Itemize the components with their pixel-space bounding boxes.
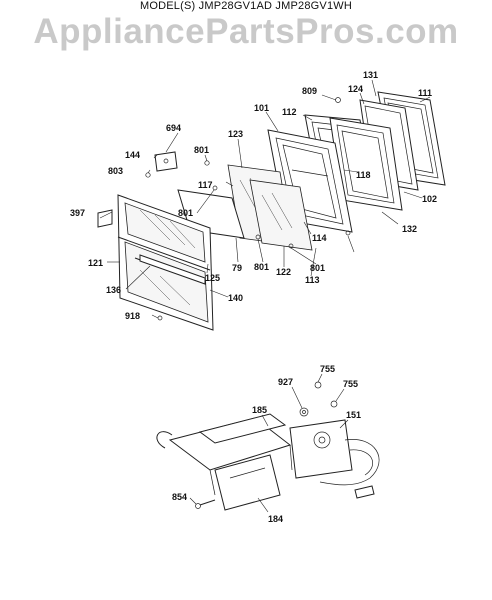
label-111: 111	[418, 88, 432, 98]
part-151-motor	[289, 419, 380, 499]
label-927: 927	[278, 377, 293, 387]
label-140: 140	[228, 293, 243, 303]
label-144: 144	[125, 150, 140, 160]
label-124: 124	[348, 84, 363, 94]
label-801-c: 801	[254, 262, 269, 272]
fastener-icons-lower	[195, 381, 338, 509]
label-801-b: 801	[178, 208, 193, 218]
label-114: 114	[312, 233, 327, 243]
label-694: 694	[166, 123, 181, 133]
label-125: 125	[205, 273, 220, 283]
label-123: 123	[228, 129, 243, 139]
label-854: 854	[172, 492, 187, 502]
part-136-handle	[139, 254, 206, 285]
label-102: 102	[422, 194, 437, 204]
label-801-a: 801	[194, 145, 209, 155]
label-118: 118	[356, 170, 371, 180]
label-121: 121	[88, 258, 103, 268]
label-397: 397	[70, 208, 85, 218]
screw-icons	[145, 97, 351, 321]
label-112: 112	[282, 107, 297, 117]
part-397-hinge	[97, 209, 113, 228]
label-809: 809	[302, 86, 317, 96]
label-755-b: 755	[343, 379, 358, 389]
label-136: 136	[106, 285, 121, 295]
label-101: 101	[254, 103, 269, 113]
label-918: 918	[125, 311, 140, 321]
part-185-lock-bracket	[156, 413, 293, 496]
label-117: 117	[198, 180, 213, 190]
leader-lines	[99, 79, 431, 513]
part-694-bracket	[154, 151, 178, 172]
label-132: 132	[402, 224, 417, 234]
part-184-link	[214, 454, 281, 511]
part-122-glass	[249, 179, 313, 251]
label-801-d: 801	[310, 263, 325, 273]
label-803: 803	[108, 166, 123, 176]
label-755-a: 755	[320, 364, 335, 374]
part-labels: 131 111 809 124 101 112 694 801 123 144 …	[70, 70, 437, 524]
watermark: AppliancePartsPros.com	[33, 12, 459, 51]
label-184: 184	[268, 514, 283, 524]
model-line: MODEL(S) JMP28GV1AD JMP28GV1WH	[140, 0, 352, 12]
label-151: 151	[346, 410, 361, 420]
label-122: 122	[276, 267, 291, 277]
label-131: 131	[363, 70, 378, 80]
label-113: 113	[305, 275, 320, 285]
label-185: 185	[252, 405, 267, 415]
label-79: 79	[232, 263, 242, 273]
